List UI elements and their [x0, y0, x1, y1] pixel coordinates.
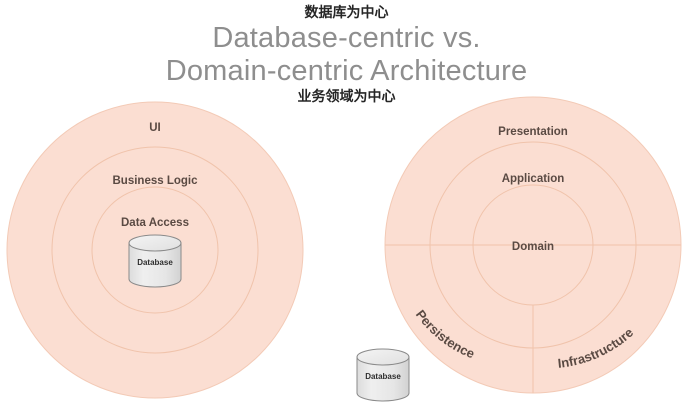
left-ring-label-ui: UI	[149, 122, 161, 134]
left-database-label: Database	[137, 258, 173, 267]
bottom-database-cylinder: Database	[356, 348, 410, 402]
left-architecture-circles: UI Business Logic Data Access Database	[6, 101, 304, 399]
right-ring-label-domain: Domain	[512, 241, 554, 253]
annotation-domain-centric-cn: 业务领域为中心	[297, 89, 396, 105]
right-ring-label-presentation: Presentation	[498, 126, 568, 138]
annotation-database-centric-cn: 数据库为中心	[304, 5, 389, 21]
bottom-database-label: Database	[365, 372, 401, 381]
left-database-cylinder: Database	[128, 234, 182, 288]
left-ring-label-data-access: Data Access	[121, 217, 189, 229]
right-ring-label-application: Application	[502, 173, 565, 185]
left-ring-label-business-logic: Business Logic	[113, 175, 199, 187]
right-sector-dividers	[385, 244, 681, 393]
right-architecture-circles: Presentation Application Domain Persiste…	[384, 96, 682, 394]
